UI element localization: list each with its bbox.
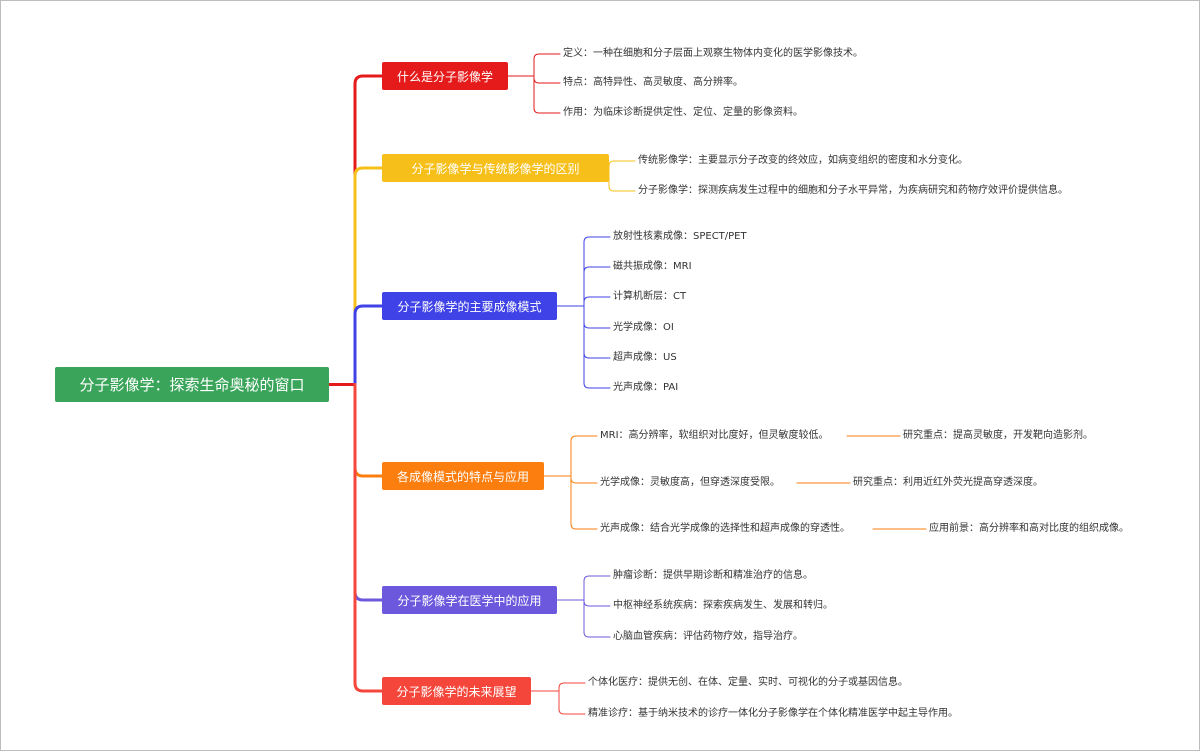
leaf-topic[interactable]: 中枢神经系统疾病：探索疾病发生、发展和转归。 [613,600,833,611]
branch-topic-5[interactable]: 分子影像学在医学中的应用 [382,586,557,614]
branch-topic-4[interactable]: 各成像模式的特点与应用 [382,462,544,490]
leaf-topic[interactable]: 传统影像学：主要显示分子改变的终效应，如病变组织的密度和水分变化。 [638,155,968,166]
branch-topic-3[interactable]: 分子影像学的主要成像模式 [382,292,557,320]
branch-connector-5 [353,383,384,602]
root-topic[interactable]: 分子影像学：探索生命奥秘的窗口 [55,367,329,402]
leaf-connector-3-2 [583,266,611,307]
leaf-connector-2-1 [608,160,636,169]
leaf-connector-4-1 [570,435,598,477]
branch-connector-3 [353,304,384,386]
leaf-connector-3-3 [583,296,611,307]
leaf-connector-4-3 [570,475,598,530]
leaf-topic[interactable]: 超声成像：US [613,352,677,363]
leaf-topic[interactable]: 心脑血管疾病：评估药物疗效，指导治疗。 [613,631,803,642]
leaf-connector-2-2 [608,167,636,192]
branch-topic-6[interactable]: 分子影像学的未来展望 [382,677,531,705]
branch-connector-2 [353,166,384,386]
leaf-connector-5-2 [583,599,611,607]
sub-leaf-topic[interactable]: 研究重点：提高灵敏度，开发靶向造影剂。 [903,430,1093,441]
leaf-topic[interactable]: 肿瘤诊断：提供早期诊断和精准治疗的信息。 [613,570,813,581]
leaf-connector-4-2 [570,475,598,484]
leaf-topic[interactable]: 特点：高特异性、高灵敏度、高分辨率。 [563,77,743,88]
leaf-topic[interactable]: 光学成像：灵敏度高，但穿透深度受限。 [600,477,780,488]
leaf-topic[interactable]: 分子影像学：探测疾病发生过程中的细胞和分子水平异常，为疾病研究和药物疗效评价提供… [638,185,1068,196]
leaf-topic[interactable]: 计算机断层：CT [613,291,687,302]
leaf-topic[interactable]: 磁共振成像：MRI [613,261,692,272]
branch-connector-1 [353,74,384,386]
leaf-topic[interactable]: 放射性核素成像：SPECT/PET [613,231,747,242]
sub-leaf-topic[interactable]: 应用前景：高分辨率和高对比度的组织成像。 [929,523,1129,534]
leaf-topic[interactable]: MRI：高分辨率，软组织对比度好，但灵敏度较低。 [600,430,829,441]
leaf-connector-3-1 [583,236,611,307]
branch-topic-1[interactable]: 什么是分子影像学 [382,62,508,90]
leaf-topic[interactable]: 光声成像：PAI [613,382,679,393]
leaf-connector-3-6 [583,305,611,389]
leaf-connector-3-5 [583,305,611,359]
leaf-connector-5-3 [583,599,611,638]
branch-connector-4 [353,383,384,478]
leaf-connector-3-4 [583,305,611,329]
branch-connector-6 [353,383,384,693]
leaf-topic[interactable]: 光声成像：结合光学成像的选择性和超声成像的穿透性。 [600,523,850,534]
leaf-connector-1-1 [533,53,561,77]
branch-topic-2[interactable]: 分子影像学与传统影像学的区别 [382,154,609,182]
leaf-topic[interactable]: 作用：为临床诊断提供定性、定位、定量的影像资料。 [563,107,803,118]
leaf-connector-1-3 [533,75,561,114]
leaf-topic[interactable]: 光学成像：OI [613,322,674,333]
sub-leaf-topic[interactable]: 研究重点：利用近红外荧光提高穿透深度。 [853,477,1043,488]
leaf-topic[interactable]: 个体化医疗：提供无创、在体、定量、实时、可视化的分子或基因信息。 [588,677,908,688]
leaf-connector-6-2 [558,690,586,715]
leaf-connector-6-1 [558,682,586,692]
leaf-topic[interactable]: 精准诊疗：基于纳米技术的诊疗一体化分子影像学在个体化精准医学中起主导作用。 [588,708,958,719]
leaf-connector-5-1 [583,575,611,601]
leaf-connector-1-2 [533,75,561,84]
leaf-topic[interactable]: 定义：一种在细胞和分子层面上观察生物体内变化的医学影像技术。 [563,48,863,59]
